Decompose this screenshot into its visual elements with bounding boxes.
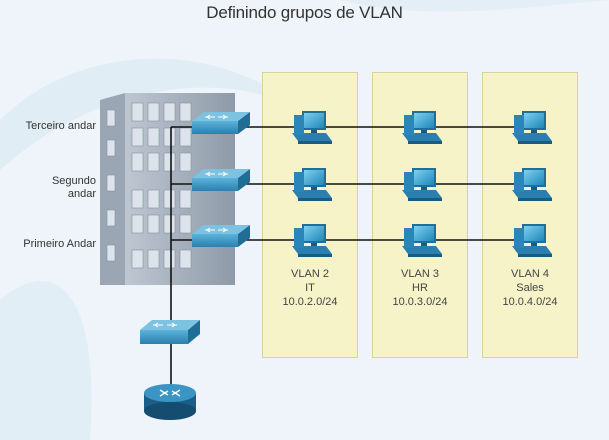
vlan-3-name: VLAN 3 [401,268,439,280]
vlan-4-dept: Sales [516,282,544,294]
pc-icon [512,224,552,257]
floor-label-second: Segundo andar [51,175,96,200]
vlan-2-subnet: 10.0.2.0/24 [282,296,338,308]
vlan-3-label: VLAN 3 HR 10.0.3.0/24 [372,267,468,309]
switch-icon-third-floor [192,112,250,134]
vlan-3-dept: HR [412,282,428,294]
pc-icon [292,111,332,144]
pc-icon [402,111,442,144]
diagram-title: Definindo grupos de VLAN [206,3,403,22]
pc-icon [402,168,442,201]
pc-icon [512,168,552,201]
floor-label-third: Terceiro andar [25,120,96,132]
switch-icon-distribution [140,320,200,344]
vlan-2-name: VLAN 2 [291,268,329,280]
pc-icon [402,224,442,257]
switch-icon-second-floor [192,169,250,191]
floor-label-first: Primeiro Andar [23,238,96,250]
vlan-4-name: VLAN 4 [511,268,549,280]
vlan-4-label: VLAN 4 Sales 10.0.4.0/24 [482,267,578,309]
router-icon [144,384,196,420]
pc-icon [512,111,552,144]
pc-icon [292,168,332,201]
vlan-4-subnet: 10.0.4.0/24 [502,296,558,308]
pc-icon [292,224,332,257]
switch-icon-first-floor [192,225,250,247]
vlan-3-subnet: 10.0.3.0/24 [392,296,448,308]
vlan-2-dept: IT [305,282,315,294]
vlan-2-label: VLAN 2 IT 10.0.2.0/24 [262,267,358,309]
network-links [170,126,520,390]
